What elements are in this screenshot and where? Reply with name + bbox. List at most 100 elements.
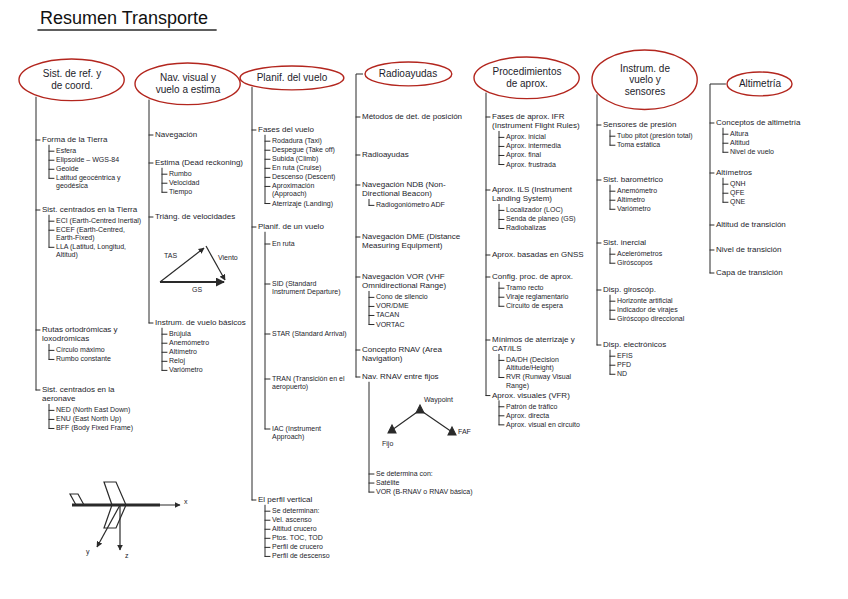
figure-label: x: [184, 498, 188, 506]
item-label: Senda de planeo (GS): [506, 215, 592, 223]
tree-line: [499, 297, 504, 298]
figure-label: FAF: [458, 428, 471, 436]
aircraft-axes: [70, 482, 180, 550]
tree-line: [369, 291, 370, 324]
tree-line: [369, 297, 374, 298]
item-label: ECEF (Earth-Centred, Earth-Fixed): [56, 226, 142, 242]
item-label: Se determinan:: [272, 507, 350, 515]
item-label: Tramo recto: [506, 284, 592, 292]
item-label: Perfil de crucero: [272, 543, 350, 551]
item-label: Planif. de un vuelo: [258, 222, 350, 231]
tree-line: [723, 128, 724, 152]
tree-line: [723, 134, 728, 135]
tree-line: [265, 547, 270, 548]
item-label: Anemómetro: [169, 339, 247, 347]
tree-line: [356, 117, 360, 118]
item-label: Aprox. basadas en GNSS: [492, 250, 592, 259]
topic-ellipse: Radioayudas: [364, 61, 453, 87]
tree-line: [710, 273, 714, 274]
item-label: Patrón de tráfico: [506, 403, 592, 411]
tree-line: [265, 505, 266, 556]
tree-line: [610, 356, 615, 357]
tree-line: [49, 230, 54, 231]
topic-title: Procedimientos de aprox.: [491, 66, 563, 89]
tree-line: [252, 500, 256, 501]
tree-line: [486, 117, 490, 118]
item-label: Giróscopos: [617, 259, 703, 267]
item-label: Sist. centrados en la aeronave: [42, 385, 142, 403]
tree-line: [49, 151, 54, 152]
tree-line: [486, 340, 490, 341]
item-label: Satélite: [376, 479, 480, 487]
tree-line: [610, 248, 611, 263]
ellipse-outline: [474, 57, 579, 99]
item-label: LLA (Latitud, Longitud, Altitud): [56, 243, 142, 259]
tree-line: [265, 135, 266, 203]
tree-line: [49, 178, 54, 179]
tree-line: [499, 137, 504, 138]
item-label: Círculo máximo: [56, 346, 142, 354]
tree-line: [49, 247, 54, 248]
tree-line: [499, 401, 500, 425]
item-label: Aproximación (Approach): [272, 182, 350, 198]
tree-line: [265, 284, 270, 285]
item-label: Fases de aprox. IFR (Instrument Flight R…: [492, 112, 592, 130]
figure-label: Fijo: [382, 440, 393, 448]
tree-line: [356, 350, 360, 351]
tree-line: [499, 210, 504, 211]
tree-line: [265, 186, 270, 187]
topic-ellipse: Instrum. de vuelo y sensores: [591, 49, 698, 110]
item-label: Aprox. frustrada: [506, 161, 592, 169]
tree-line: [36, 210, 40, 211]
tree-line: [486, 190, 490, 191]
tree-line: [369, 492, 374, 493]
tree-line: [265, 203, 270, 204]
tree-line: [369, 483, 374, 484]
tail: [70, 494, 84, 505]
tree-line: [49, 404, 50, 428]
tree-line: [162, 361, 167, 362]
tree-line: [149, 217, 153, 218]
tree-line: [710, 173, 714, 174]
figure-label: GS: [192, 286, 202, 294]
item-label: Aprox. ILS (Instrument Landing System): [492, 185, 592, 203]
item-label: Rumbo: [169, 170, 247, 178]
tree-line: [369, 324, 374, 325]
item-label: Forma de la Tierra: [42, 135, 142, 144]
tree-line: [162, 183, 167, 184]
item-label: Sist. barométrico: [603, 175, 703, 184]
item-label: Aterrizaje (Landing): [272, 200, 350, 208]
tree-line: [499, 354, 500, 377]
tree-line: [265, 529, 270, 530]
topic-ellipse: Procedimientos de aprox.: [473, 56, 580, 100]
tree-line: [723, 202, 728, 203]
tree-line: [499, 360, 504, 361]
figure-label: TAS: [164, 252, 177, 260]
item-label: Sist. inercial: [603, 238, 703, 247]
tree-line: [369, 474, 374, 475]
item-label: Anemómetro: [617, 187, 703, 195]
item-label: Navegación: [155, 130, 247, 139]
item-label: Altura: [730, 130, 832, 138]
item-label: Altitud de transición: [716, 220, 832, 229]
tree-line: [356, 277, 360, 278]
item-label: Nivel de vuelo: [730, 148, 832, 156]
item-label: VOR (B-RNAV o RNAV básica): [376, 488, 480, 496]
figure-label: y: [86, 548, 90, 556]
item-label: Descenso (Descent): [272, 173, 350, 181]
tree-line: [610, 310, 615, 311]
item-label: Elipsoide – WGS-84: [56, 156, 142, 164]
item-label: Disp. giroscóp.: [603, 285, 703, 294]
tree-line: [486, 395, 490, 396]
fix-symbol: [416, 405, 424, 413]
item-label: STAR (Standard Arrival): [272, 330, 350, 338]
tree-line: [610, 130, 611, 145]
item-label: Rutas ortodrómicas y loxodrómicas: [42, 325, 142, 343]
tree-line: [265, 520, 270, 521]
tree-line: [162, 334, 167, 335]
item-label: Métodos de det. de posición: [362, 112, 480, 121]
topic-ellipse: Altimetría: [726, 71, 793, 97]
item-label: Altímetros: [716, 168, 832, 177]
tree-line: [36, 390, 40, 391]
tree-line: [149, 323, 153, 324]
